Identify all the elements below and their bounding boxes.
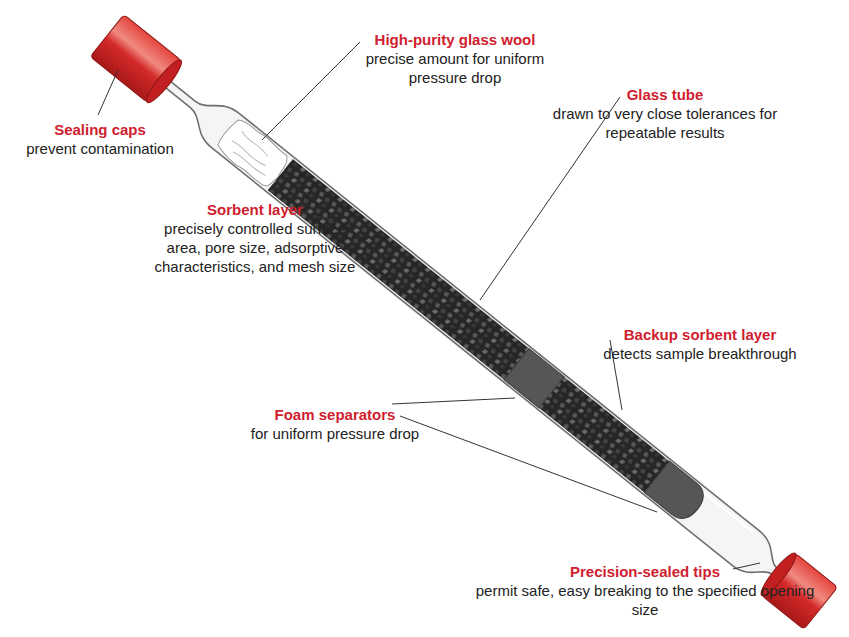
part-description: drawn to very close tolerances for repea…	[545, 104, 785, 142]
callout-group: Backup sorbent layerdetects sample break…	[580, 325, 820, 363]
leader-line	[400, 416, 657, 512]
callout-group: Glass tubedrawn to very close tolerances…	[545, 85, 785, 142]
sealing-cap	[90, 15, 181, 103]
part-description: for uniform pressure drop	[225, 424, 445, 443]
leader-line	[480, 97, 620, 300]
callout-group: Precision-sealed tipspermit safe, easy b…	[470, 562, 820, 619]
part-description: precise amount for uniform pressure drop	[345, 49, 565, 87]
leader-line	[733, 563, 760, 569]
foam-separator	[644, 461, 710, 525]
callout-group: Sealing capsprevent contamination	[0, 120, 200, 158]
callout-group: Foam separatorsfor uniform pressure drop	[225, 405, 445, 443]
part-name: Sorbent layer	[207, 200, 303, 219]
part-description: precisely controlled surface area, pore …	[145, 219, 365, 276]
part-name: Backup sorbent layer	[624, 325, 777, 344]
glass-tube	[136, 53, 797, 596]
part-name: Glass tube	[627, 85, 704, 104]
part-name: Sealing caps	[54, 120, 146, 139]
leader-line	[262, 42, 360, 140]
glass-wool-fibers	[227, 130, 278, 177]
callout-group: High-purity glass woolprecise amount for…	[345, 30, 565, 87]
part-name: Precision-sealed tips	[570, 562, 720, 581]
leader-line	[392, 398, 515, 404]
part-description: prevent contamination	[0, 139, 200, 158]
part-name: Foam separators	[275, 405, 396, 424]
callout-group: Sorbent layerprecisely controlled surfac…	[145, 200, 365, 276]
sealing-cap-end	[142, 56, 185, 106]
part-name: High-purity glass wool	[375, 30, 536, 49]
leader-line	[98, 70, 118, 115]
part-description: permit safe, easy breaking to the specif…	[470, 581, 820, 619]
glass-highlight	[239, 119, 754, 532]
part-description: detects sample breakthrough	[580, 344, 820, 363]
tube-group	[90, 15, 837, 630]
